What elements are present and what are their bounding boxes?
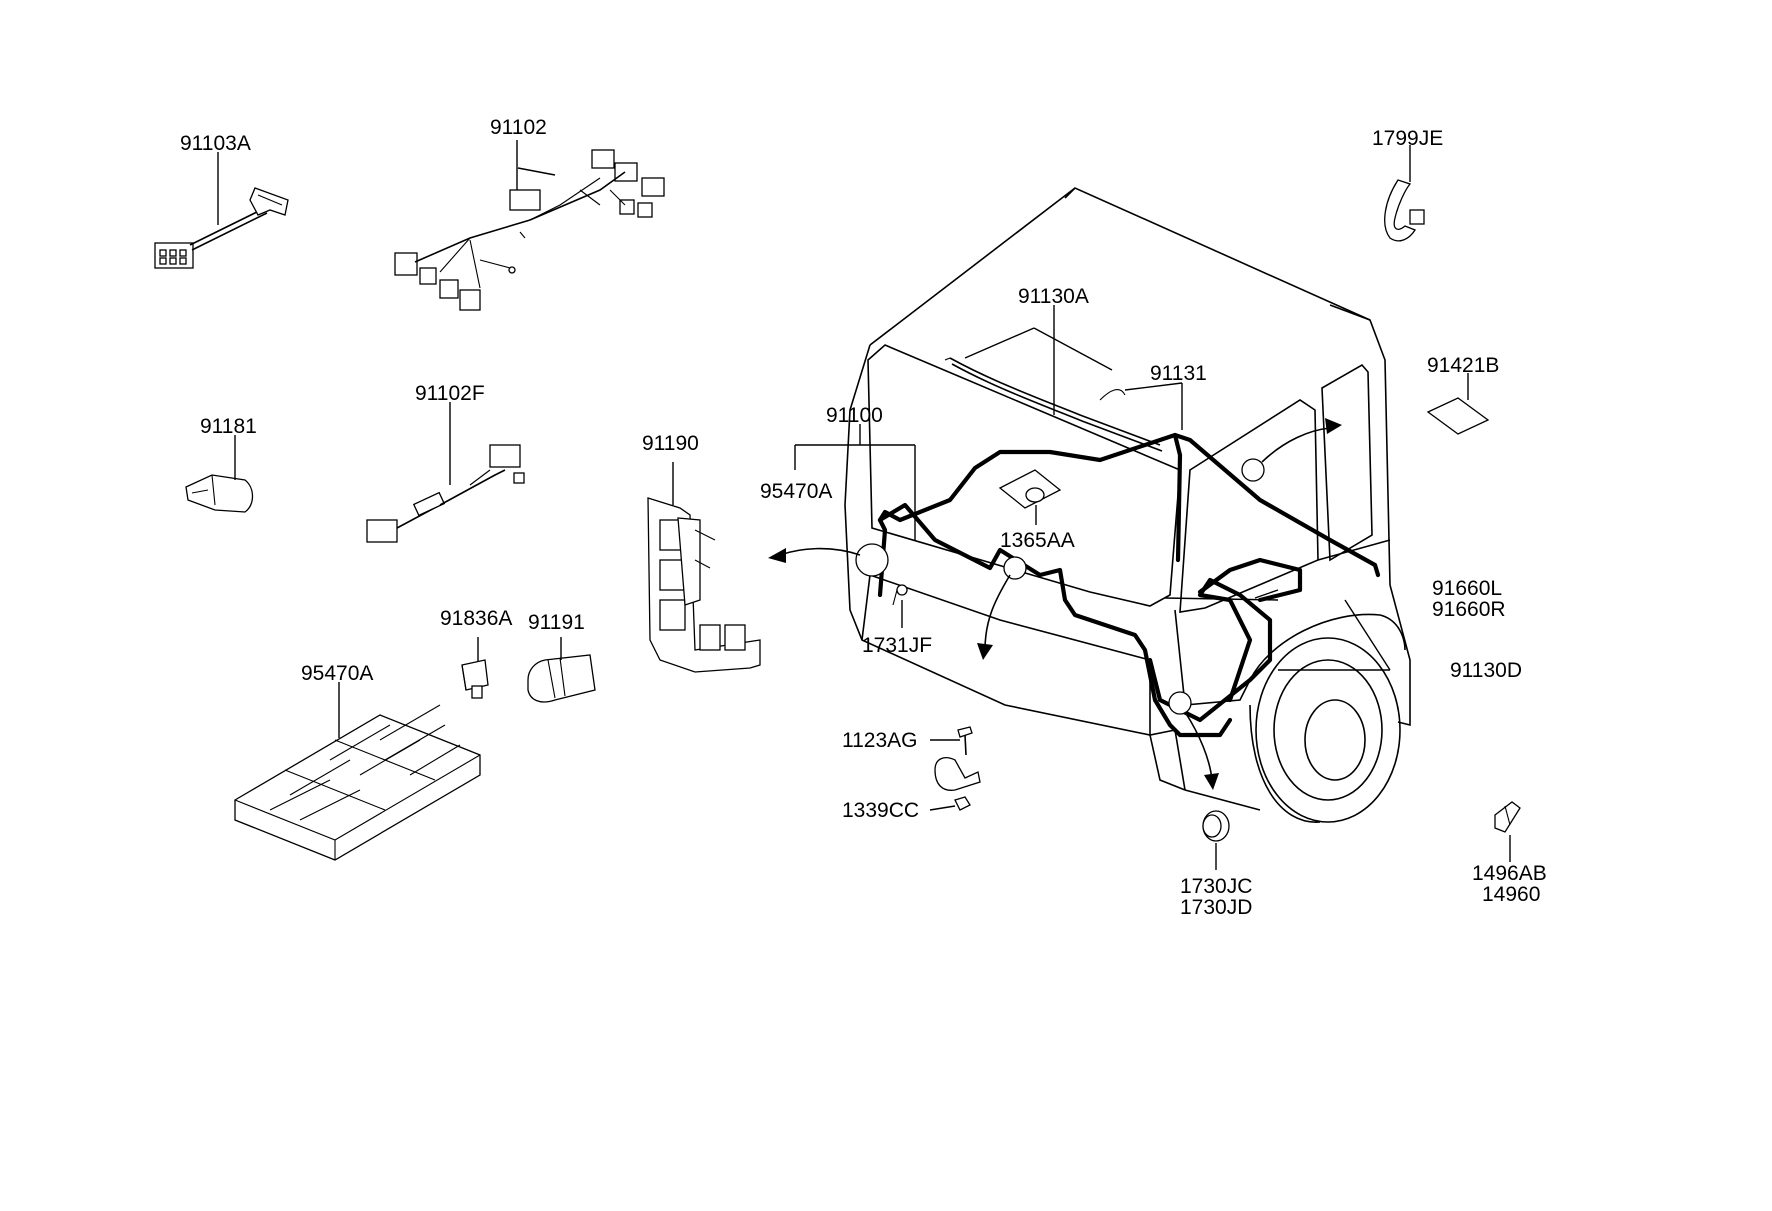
label-91102F: 91102F (415, 382, 485, 405)
label-1731JF: 1731JF (862, 634, 932, 657)
label-91836A: 91836A (440, 607, 512, 630)
part-1123AG-bolt (957, 726, 973, 756)
part-labels: 91103A 91102 1799JE 91130A 91131 91421B … (180, 116, 1547, 919)
label-91190: 91190 (642, 432, 699, 455)
label-1730JD: 1730JD (1180, 896, 1252, 919)
label-91660R: 91660R (1432, 598, 1506, 621)
label-91103A: 91103A (180, 132, 251, 155)
part-1339CC-nut (954, 796, 971, 811)
label-95470A-top: 95470A (760, 480, 832, 503)
part-91421B-label-sheet (1426, 397, 1490, 435)
label-91102: 91102 (490, 116, 547, 139)
label-1365AA: 1365AA (1000, 529, 1075, 552)
label-91130D: 91130D (1450, 659, 1522, 682)
part-1731JF-clip (892, 584, 908, 606)
part-clamp (934, 757, 981, 791)
label-14960: 14960 (1482, 883, 1540, 906)
label-91100: 91100 (826, 404, 883, 427)
main-wiring-harness (877, 432, 1381, 738)
label-1339CC: 1339CC (842, 799, 919, 822)
part-95470A-junction-box (234, 704, 481, 861)
label-91131: 91131 (1150, 362, 1207, 385)
part-1365AA-grommet (998, 469, 1062, 509)
part-91181-clip (185, 474, 254, 513)
leader-lines (217, 140, 1511, 870)
part-91836A-relay (461, 659, 489, 699)
part-1799JE-strap (1384, 179, 1425, 242)
part-1496AB-clip (1494, 801, 1521, 833)
part-91190-bracket (647, 497, 761, 673)
truck-cab-outline (844, 187, 1411, 823)
label-91130A: 91130A (1018, 285, 1089, 308)
part-91102-harness (394, 149, 665, 311)
harness-detail-circles (855, 458, 1265, 715)
roof-harness-91130A (944, 357, 1163, 452)
label-1799JE: 1799JE (1372, 127, 1443, 150)
label-95470A-box: 95470A (301, 662, 373, 685)
label-91421B: 91421B (1427, 354, 1499, 377)
part-91191-protector (527, 654, 596, 703)
label-91181: 91181 (200, 415, 257, 438)
part-1730JC-grommet (1202, 810, 1230, 842)
label-1496AB: 1496AB (1472, 862, 1547, 885)
label-91660L: 91660L (1432, 577, 1502, 600)
label-1123AG: 1123AG (842, 729, 918, 752)
label-91191: 91191 (528, 611, 585, 634)
part-91103A-cable (154, 187, 289, 269)
part-91102F-cable (366, 444, 525, 543)
flow-arrows (768, 418, 1342, 790)
label-1730JC: 1730JC (1180, 875, 1252, 898)
